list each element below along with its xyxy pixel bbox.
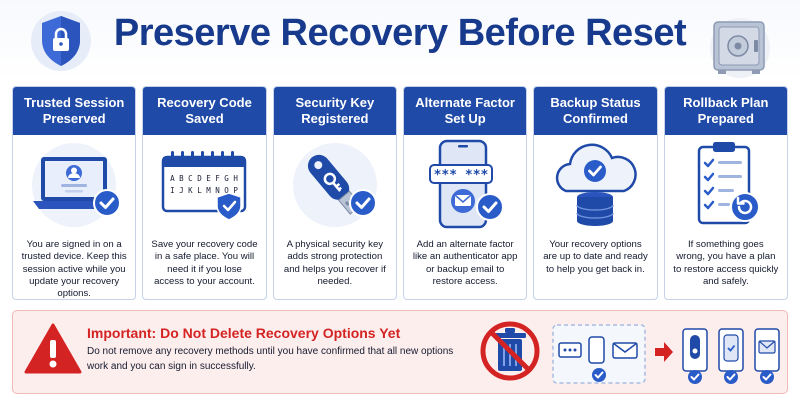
arrow-right-icon: [655, 342, 673, 362]
safe-vault-icon: [710, 18, 770, 78]
card-alternate-factor: Alternate Factor Set Up *** *** Add an a…: [402, 86, 528, 300]
card-title: Security Key Registered: [273, 87, 396, 135]
recovery-code-row-2: I J K L M N O P: [171, 186, 239, 195]
card-security-key: Security Key Registered A phy: [272, 86, 397, 300]
card-backup-status: Backup Status Confirmed Your recovery op…: [533, 86, 658, 300]
warning-title: Important: Do Not Delete Recovery Option…: [87, 325, 401, 341]
shield-lock-icon: [31, 11, 91, 71]
card-title: Backup Status Confirmed: [534, 87, 657, 135]
card-description: You are signed in on a trusted device. K…: [21, 239, 127, 300]
clipboard-checklist-restore-icon: [697, 142, 760, 225]
card-title: Rollback Plan Prepared: [664, 87, 787, 135]
card-description: Add an alternate factor like an authenti…: [412, 239, 518, 287]
card-trusted-session: Trusted Session Preserved You are signed: [12, 86, 137, 300]
card-description: If something goes wrong, you have a plan…: [673, 239, 779, 287]
card-rollback-plan: Rollback Plan Prepared I: [663, 86, 788, 300]
card-title: Recovery Code Saved: [143, 87, 266, 135]
card-description: A physical security key adds strong prot…: [283, 239, 386, 287]
old-recovery-options-icon: [552, 324, 646, 384]
steps-row: Trusted Session Preserved You are signed: [12, 86, 788, 300]
card-title: Alternate Factor Set Up: [403, 87, 527, 135]
page-title: Preserve Recovery Before Reset: [113, 12, 687, 54]
card-description: Your recovery options are up to date and…: [543, 239, 648, 275]
new-recovery-options-icon: [682, 328, 780, 384]
warning-triangle-icon: [24, 323, 82, 374]
phone-authenticator-email-icon: *** ***: [429, 139, 505, 229]
cloud-database-check-icon: [556, 143, 638, 226]
card-title: Trusted Session Preserved: [13, 87, 136, 135]
laptop-user-check-icon: [32, 143, 122, 227]
calendar-codes-shield-icon: A B C D E F G H I J K L M N O P: [162, 151, 247, 221]
warning-body: Do not remove any recovery methods until…: [87, 346, 454, 372]
password-mask: *** ***: [434, 168, 489, 183]
card-recovery-code: Recovery Code Saved A B C D E F G H I J …: [142, 86, 267, 300]
recovery-code-row-1: A B C D E F G H: [171, 174, 239, 183]
warning-banner: Important: Do Not Delete Recovery Option…: [12, 310, 788, 394]
usb-security-key-icon: [292, 143, 377, 227]
card-description: Save your recovery code in a safe place.…: [151, 239, 258, 287]
no-delete-trash-icon: [480, 321, 540, 381]
